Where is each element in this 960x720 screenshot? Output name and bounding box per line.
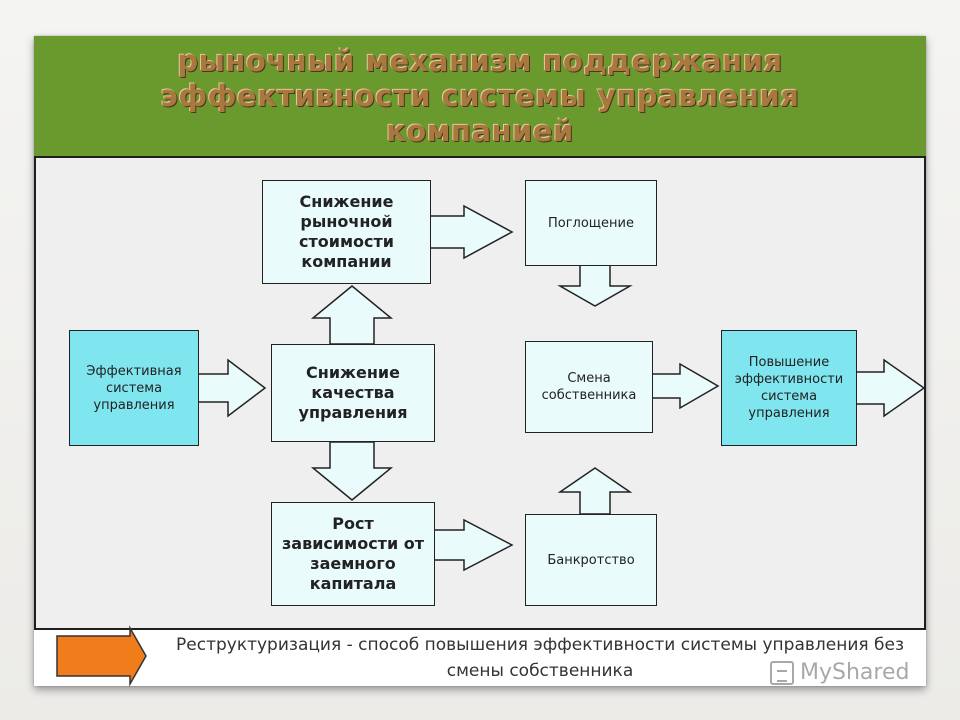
arrow-bankruptcy-to-owner — [557, 467, 633, 515]
arrow-absorption-to-owner — [557, 263, 633, 307]
node-owner-change: Смена собственника — [525, 341, 653, 433]
node-bankruptcy: Банкротство — [525, 514, 657, 606]
arrow-quality-to-debt — [310, 441, 394, 501]
watermark-text: MyShared — [800, 660, 910, 685]
myshared-logo-icon — [770, 660, 794, 685]
legend-orange-arrow — [56, 625, 147, 687]
node-effective-system: Эффективная система управления — [69, 330, 199, 446]
arrow-market-value-to-absorption — [429, 204, 514, 260]
arrow-owner-to-efficiency — [651, 362, 720, 410]
slide-title: рыночный механизм поддержания эффективно… — [160, 43, 800, 148]
arrow-debt-to-bankruptcy — [433, 518, 514, 572]
watermark: MyShared — [770, 660, 909, 685]
node-efficiency-increase: Повышение эффективности система управлен… — [721, 330, 857, 446]
arrow-system-to-quality — [197, 358, 267, 418]
node-debt-growth: Рост зависимости от заемного капитала — [271, 502, 435, 606]
arrow-efficiency-out — [855, 358, 926, 418]
title-bar: рыночный механизм поддержания эффективно… — [34, 36, 926, 156]
arrow-quality-to-market-value — [310, 285, 394, 345]
node-absorption: Поглощение — [525, 180, 657, 266]
footer-note: Реструктуризация - способ повышения эффе… — [176, 635, 904, 681]
node-market-value-decline: Снижение рыночной стоимости компании — [262, 180, 431, 284]
node-quality-decline: Снижение качества управления — [271, 344, 435, 442]
